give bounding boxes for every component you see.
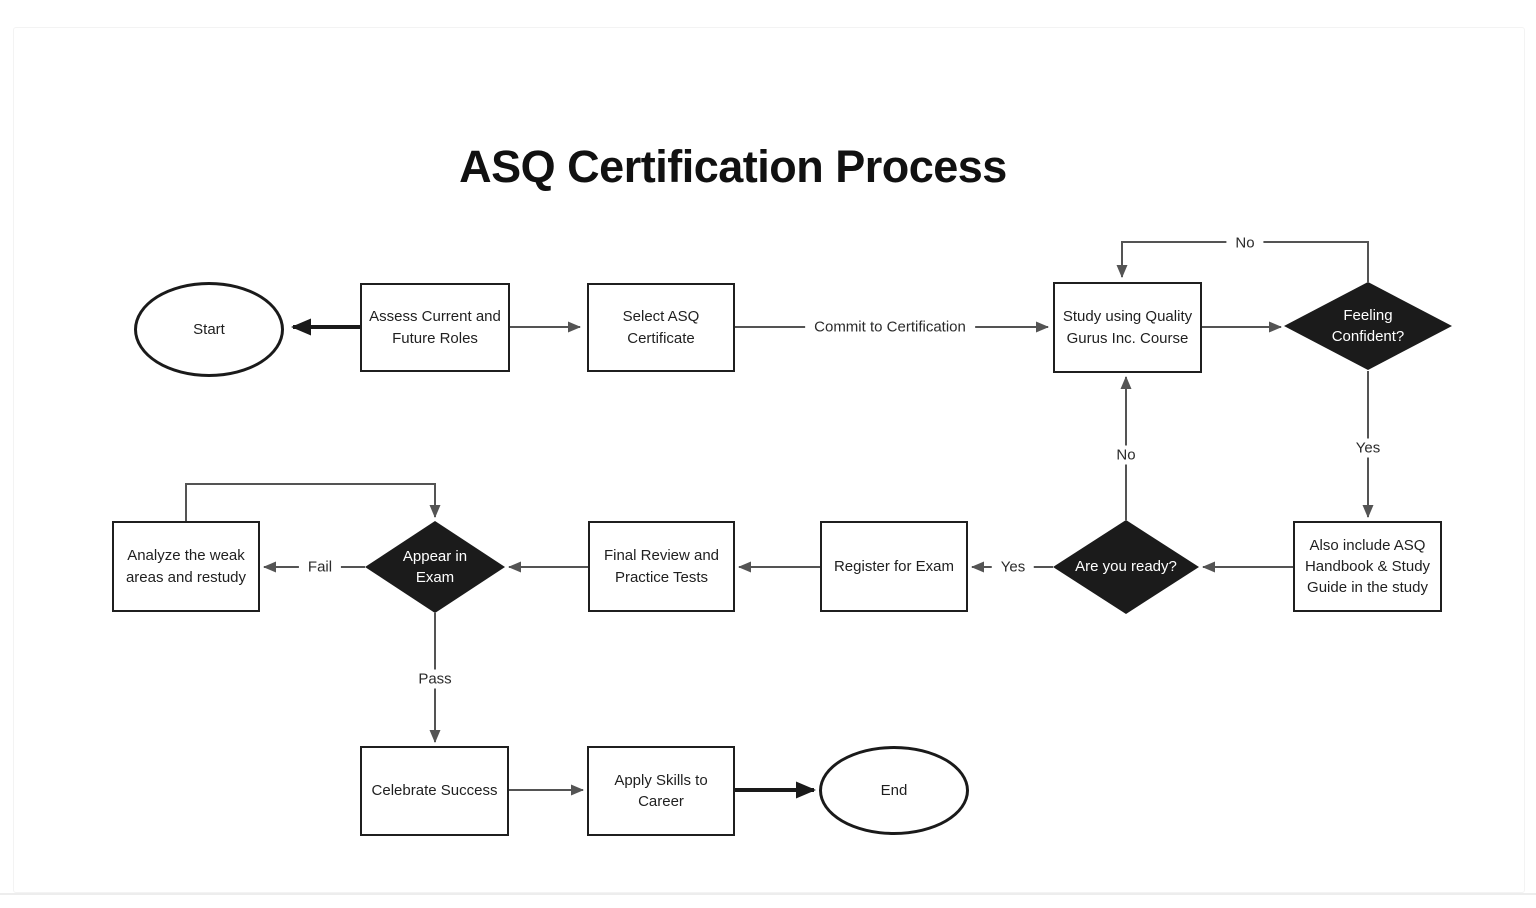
edge-label-ready-yes: Yes bbox=[991, 557, 1035, 577]
edge-label-fail: Fail bbox=[298, 557, 342, 577]
node-feeling-confident-label: Feeling Confident? bbox=[1331, 306, 1405, 345]
page-title: ASQ Certification Process bbox=[459, 141, 1007, 192]
node-study-process: Study using Quality Gurus Inc. Course bbox=[1053, 282, 1202, 373]
node-apply-skills-process: Apply Skills to Career bbox=[587, 746, 735, 836]
edge-label-pass: Pass bbox=[409, 669, 461, 689]
node-also-include-label: Also include ASQ Handbook & Study Guide … bbox=[1304, 536, 1431, 597]
node-register-process: Register for Exam bbox=[820, 521, 968, 612]
node-assess-label: Assess Current and Future Roles bbox=[369, 308, 501, 347]
edge-label-commit: Commit to Certification bbox=[805, 317, 975, 337]
node-register-label: Register for Exam bbox=[833, 557, 955, 575]
edge-label-feeling-no: No bbox=[1226, 233, 1264, 253]
node-assess-process: Assess Current and Future Roles bbox=[360, 283, 510, 372]
node-end-label: End bbox=[880, 781, 908, 799]
node-celebrate-process: Celebrate Success bbox=[360, 746, 509, 836]
node-select-process: Select ASQ Certificate bbox=[587, 283, 735, 372]
node-final-review-process: Final Review and Practice Tests bbox=[588, 521, 735, 612]
edge-label-ready-no: No bbox=[1107, 445, 1145, 465]
node-analyze-process: Analyze the weak areas and restudy bbox=[112, 521, 260, 612]
node-final-review-label: Final Review and Practice Tests bbox=[603, 547, 720, 586]
node-apply-skills-label: Apply Skills to Career bbox=[614, 771, 708, 810]
edge-label-feeling-yes: Yes bbox=[1346, 438, 1390, 458]
node-end-terminator: End bbox=[819, 746, 969, 835]
node-start-label: Start bbox=[193, 320, 225, 338]
node-start-terminator: Start bbox=[134, 282, 284, 377]
node-select-label: Select ASQ Certificate bbox=[622, 308, 700, 347]
page-bottom-divider bbox=[0, 893, 1536, 895]
node-appear-exam-label: Appear in Exam bbox=[402, 547, 468, 586]
node-study-label: Study using Quality Gurus Inc. Course bbox=[1062, 308, 1193, 347]
node-analyze-label: Analyze the weak areas and restudy bbox=[125, 547, 247, 586]
node-celebrate-label: Celebrate Success bbox=[371, 782, 498, 800]
node-also-include-process: Also include ASQ Handbook & Study Guide … bbox=[1293, 521, 1442, 612]
node-are-you-ready-label: Are you ready? bbox=[1075, 558, 1177, 576]
edge-analyze-loop-to-appear bbox=[185, 483, 441, 521]
